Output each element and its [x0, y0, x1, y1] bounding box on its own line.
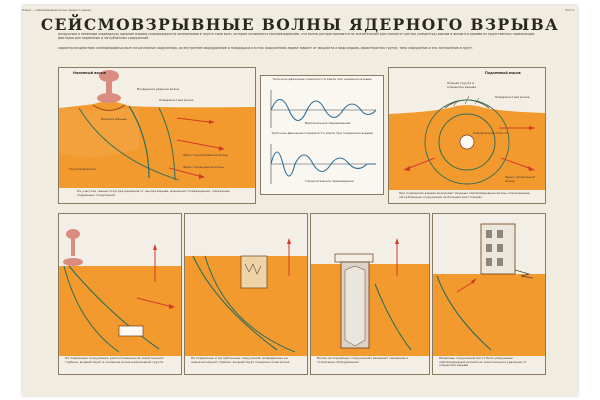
- bottom-2-illustration: [185, 214, 307, 374]
- bottom-caption-1: На подземные сооружения, расположенные н…: [65, 357, 164, 364]
- panel-bottom-4: Наземные сооружения могут быть разрушены…: [432, 213, 546, 375]
- underground-burst-heading: Подземный взрыв: [485, 71, 521, 75]
- graph-label-horizontal: Горизонтальное перемещение: [305, 180, 354, 183]
- panel-ground-burst: Наземный взрыв Воздушная ударная волна П…: [58, 67, 256, 204]
- ground-burst-heading: Наземный взрыв: [73, 71, 106, 75]
- bottom-caption-2: На подземные и заглубленные сооружения, …: [191, 357, 290, 364]
- label-underground-surface-wave: Поверхностная волна: [495, 96, 530, 99]
- label-underground-front: Фронт продольной волны: [505, 176, 536, 183]
- bottom-caption-3: Волна на подземных сооружениях вызывает …: [317, 357, 409, 364]
- panel-bottom-3: Волна на подземных сооружениях вызывает …: [310, 213, 430, 375]
- bottom-caption-4: Наземные сооружения могут быть разрушены…: [439, 357, 527, 367]
- bottom-3-illustration: [311, 214, 429, 374]
- label-rise: Подъём грунта в эпицентре взрыва: [447, 82, 477, 89]
- page-title: СЕЙСМОВЗРЫВНЫЕ ВОЛНЫ ЯДЕРНОГО ВЗРЫВА: [40, 15, 560, 34]
- bottom-4-illustration: [433, 214, 545, 374]
- graph-bottom-heading: Типичное движение поверхности земли при …: [271, 132, 373, 135]
- bottom-1-illustration: [59, 214, 181, 374]
- graph-label-vertical: Вертикальное перемещение: [305, 122, 351, 125]
- label-surface-wave: Поверхностная волна: [159, 99, 194, 102]
- panel-bottom-2: На подземные и заглубленные сооружения, …: [184, 213, 308, 375]
- ground-burst-illustration: [59, 68, 255, 203]
- panel-bottom-1: На подземные сооружения, расположенные н…: [58, 213, 182, 375]
- label-air-wave: Воздушная ударная волна: [137, 88, 180, 91]
- label-front-lateral: Фронт продольной волны: [183, 166, 224, 169]
- intro-text: Воздушный и наземный (надводный) ядерные…: [58, 33, 535, 40]
- intro-text-2: Характер воздействия сейсмовзрывных волн…: [58, 47, 473, 50]
- label-front-refracted: Фронт преломлённой волны: [183, 154, 228, 157]
- top-left-note: Плакат — Сейсмовзрывные волны ядерного в…: [22, 9, 91, 12]
- label-crater: Воронка взрыва: [101, 118, 127, 121]
- underground-burst-illustration: [389, 68, 545, 203]
- panel-underground-burst: Подземный взрыв Подъём грунта в эпицентр…: [388, 67, 546, 204]
- graph-top-heading: Типичное движение поверхности земли при …: [272, 78, 372, 81]
- underground-burst-caption: При подземном взрыве возникают мощные се…: [399, 192, 530, 199]
- label-camouflet: Камуфлетная полость: [473, 132, 509, 135]
- panel-motion-graphs: Типичное движение поверхности земли при …: [260, 75, 384, 195]
- poster: Плакат — Сейсмовзрывные волны ядерного в…: [22, 5, 578, 396]
- ground-burst-caption: На участках свыше полутора размеров от ц…: [77, 190, 230, 197]
- motion-graphs: [270, 90, 377, 184]
- label-ground-wave: Грунтовая волна: [69, 168, 96, 171]
- top-right-note: Лист 6: [565, 9, 574, 12]
